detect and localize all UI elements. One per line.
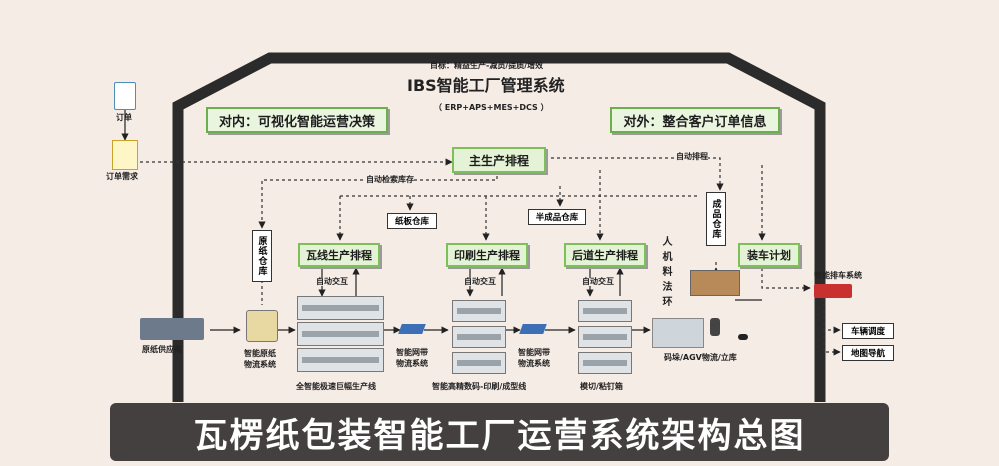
agv-label: 码垛/AGV物流/立库	[664, 353, 737, 362]
raw-paper-logistics-icon	[246, 310, 278, 342]
agv-system-icon	[652, 318, 704, 348]
corrugator-machine-3	[297, 348, 384, 372]
smart-raw-paper-label-2: 物流系统	[244, 360, 276, 369]
order-document-icon	[114, 82, 136, 110]
raw-paper-warehouse-box: 原纸仓库	[252, 230, 272, 282]
auto-check-stock-label: 自动检索库存	[366, 175, 414, 184]
system-subtitle: （ ERP+APS+MES+DCS ）	[434, 103, 549, 112]
external-order-box: 对外：整合客户订单信息	[610, 107, 780, 133]
warehouse-rack-icon	[690, 270, 740, 296]
order-label: 订单	[116, 113, 132, 122]
paper-supplier-label: 原纸供应商	[142, 345, 182, 354]
corrugated-schedule-box: 瓦线生产排程	[298, 243, 380, 267]
post-process-schedule-box: 后道生产排程	[564, 243, 646, 267]
printing-schedule-box: 印刷生产排程	[446, 243, 528, 267]
order-demand-icon	[112, 140, 138, 170]
paperboard-warehouse-box: 纸板仓库	[387, 213, 437, 229]
belt-logistics-label-1b: 物流系统	[396, 359, 428, 368]
main-schedule-box: 主生产排程	[452, 147, 546, 173]
print-machine-2	[452, 326, 506, 348]
corrugator-machine-2	[297, 322, 384, 346]
system-title: IBS智能工厂管理系统	[407, 76, 565, 95]
print-machine-1	[452, 300, 506, 322]
die-cut-machine-2	[578, 326, 632, 348]
dispatch-truck-icon	[814, 284, 852, 298]
full-line-label: 全智能极速巨幅生产线	[296, 382, 376, 391]
agv-cart-icon	[738, 334, 748, 340]
corrugator-machine-1	[297, 296, 384, 320]
supplier-truck-icon	[140, 318, 204, 340]
vehicle-dispatch-box: 车辆调度	[842, 323, 894, 339]
internal-decision-box: 对内：可视化智能运营决策	[206, 107, 388, 133]
auto-interact-label-3: 自动交互	[582, 277, 614, 286]
smart-dispatch-label: 智能排车系统	[814, 271, 862, 280]
finished-warehouse-box: 成品仓库	[706, 192, 726, 246]
die-cut-machine-3	[578, 352, 632, 374]
people-machine-material-text: 人机料法环	[660, 236, 671, 311]
auto-schedule-label: 自动排程	[676, 152, 708, 161]
belt-conveyor-icon-1	[398, 324, 426, 334]
belt-logistics-label-1a: 智能网带	[396, 348, 428, 357]
goal-text: 目标：精益生产-减员/提质/增效	[430, 61, 544, 70]
auto-interact-label-2: 自动交互	[464, 277, 496, 286]
belt-logistics-label-2a: 智能网带	[518, 348, 550, 357]
auto-interact-label-1: 自动交互	[316, 277, 348, 286]
footer-title: 瓦楞纸包装智能工厂运营系统架构总图	[110, 403, 889, 461]
print-machine-3	[452, 352, 506, 374]
hd-print-label: 智能高精数码-印刷/成型线	[432, 382, 527, 391]
belt-conveyor-icon-2	[519, 324, 547, 334]
smart-raw-paper-label-1: 智能原纸	[244, 349, 276, 358]
robot-arm-icon	[710, 318, 720, 336]
die-cut-label: 模切/粘钉箱	[580, 382, 623, 391]
semi-finished-warehouse-box: 半成品仓库	[528, 209, 586, 225]
map-navigation-box: 地图导航	[842, 345, 894, 361]
loading-plan-box: 装车计划	[738, 243, 800, 267]
order-demand-label: 订单需求	[106, 172, 138, 181]
belt-logistics-label-2b: 物流系统	[518, 359, 550, 368]
die-cut-machine-1	[578, 300, 632, 322]
